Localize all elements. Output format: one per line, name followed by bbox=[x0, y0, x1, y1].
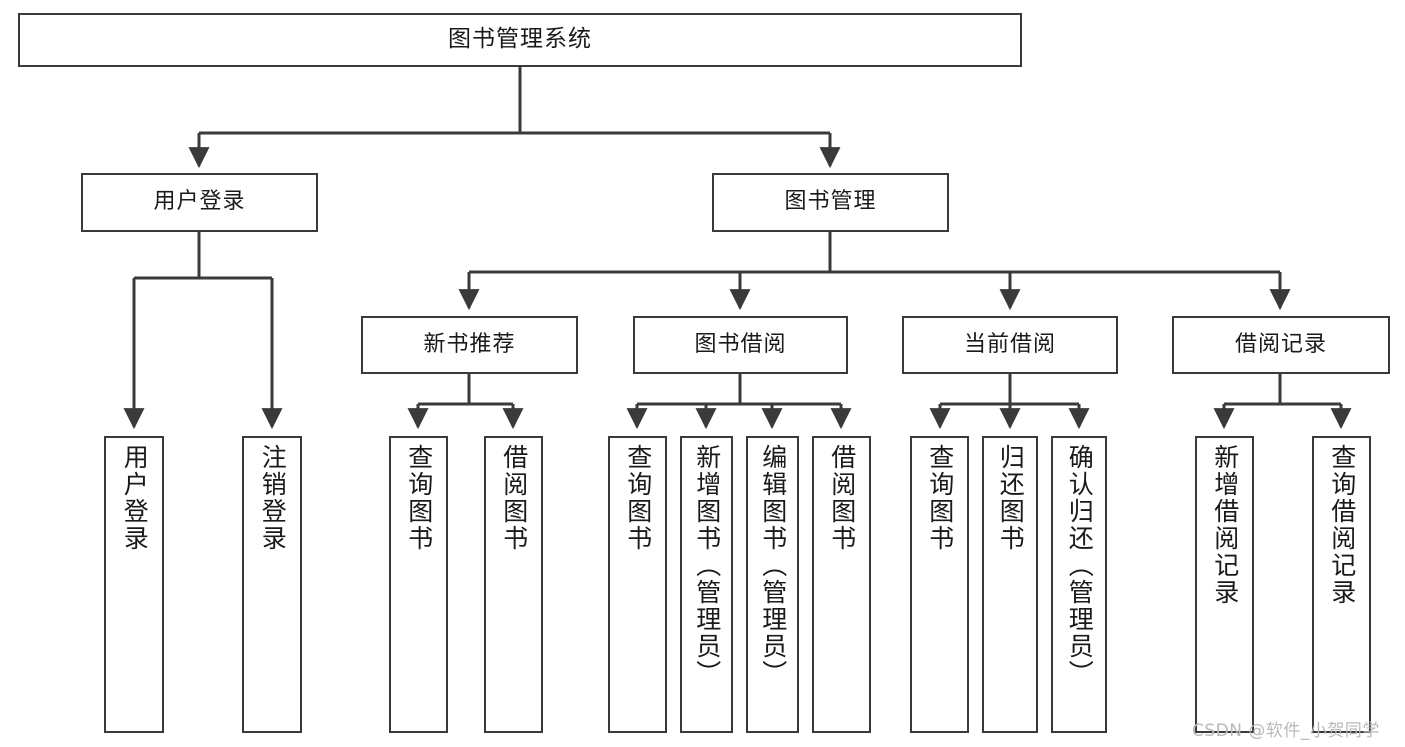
leaf-borrow-record-query-label: 查询借阅记录 bbox=[1327, 444, 1357, 606]
node-borrow-record[interactable]: 借阅记录 bbox=[1172, 316, 1390, 374]
leaf-new-book-borrow[interactable]: 借阅图书 bbox=[484, 436, 543, 733]
node-user-login[interactable]: 用户登录 bbox=[81, 173, 318, 232]
node-book-management-label: 图书管理 bbox=[784, 189, 877, 215]
leaf-book-borrow-borrow[interactable]: 借阅图书 bbox=[812, 436, 871, 733]
node-root-system[interactable]: 图书管理系统 bbox=[18, 13, 1022, 67]
leaf-user-login-logout[interactable]: 注销登录 bbox=[242, 436, 302, 733]
leaf-new-book-query-label: 查询图书 bbox=[404, 444, 434, 552]
leaf-current-borrow-confirm[interactable]: 确认归还（管理员） bbox=[1051, 436, 1107, 733]
leaf-book-borrow-borrow-label: 借阅图书 bbox=[827, 444, 857, 552]
leaf-current-borrow-return[interactable]: 归还图书 bbox=[982, 436, 1038, 733]
leaf-book-borrow-edit-label: 编辑图书（管理员） bbox=[758, 444, 788, 687]
node-new-book-recommend[interactable]: 新书推荐 bbox=[361, 316, 578, 374]
node-book-borrow-label: 图书借阅 bbox=[694, 331, 787, 357]
leaf-borrow-record-add[interactable]: 新增借阅记录 bbox=[1195, 436, 1254, 733]
node-new-book-recommend-label: 新书推荐 bbox=[423, 331, 516, 357]
leaf-new-book-query[interactable]: 查询图书 bbox=[389, 436, 448, 733]
watermark-credit: CSDN @软件_小贺同学 bbox=[1192, 721, 1380, 741]
node-current-borrow[interactable]: 当前借阅 bbox=[902, 316, 1118, 374]
node-book-borrow[interactable]: 图书借阅 bbox=[633, 316, 848, 374]
leaf-book-borrow-query-label: 查询图书 bbox=[623, 444, 653, 552]
leaf-current-borrow-query-label: 查询图书 bbox=[925, 444, 955, 552]
leaf-user-login-login-label: 用户登录 bbox=[120, 444, 150, 552]
leaf-user-login-login[interactable]: 用户登录 bbox=[104, 436, 164, 733]
node-root-system-label: 图书管理系统 bbox=[448, 26, 592, 53]
leaf-new-book-borrow-label: 借阅图书 bbox=[499, 444, 529, 552]
leaf-current-borrow-query[interactable]: 查询图书 bbox=[910, 436, 969, 733]
leaf-current-borrow-return-label: 归还图书 bbox=[996, 444, 1026, 552]
leaf-book-borrow-add[interactable]: 新增图书（管理员） bbox=[680, 436, 733, 733]
leaf-book-borrow-edit[interactable]: 编辑图书（管理员） bbox=[746, 436, 799, 733]
node-current-borrow-label: 当前借阅 bbox=[963, 331, 1056, 357]
leaf-book-borrow-add-label: 新增图书（管理员） bbox=[692, 444, 722, 687]
leaf-user-login-logout-label: 注销登录 bbox=[258, 444, 288, 552]
node-user-login-label: 用户登录 bbox=[153, 189, 246, 215]
node-borrow-record-label: 借阅记录 bbox=[1234, 331, 1327, 357]
leaf-book-borrow-query[interactable]: 查询图书 bbox=[608, 436, 667, 733]
node-book-management[interactable]: 图书管理 bbox=[712, 173, 949, 232]
leaf-current-borrow-confirm-label: 确认归还（管理员） bbox=[1065, 444, 1095, 687]
leaf-borrow-record-add-label: 新增借阅记录 bbox=[1210, 444, 1240, 606]
leaf-borrow-record-query[interactable]: 查询借阅记录 bbox=[1312, 436, 1371, 733]
